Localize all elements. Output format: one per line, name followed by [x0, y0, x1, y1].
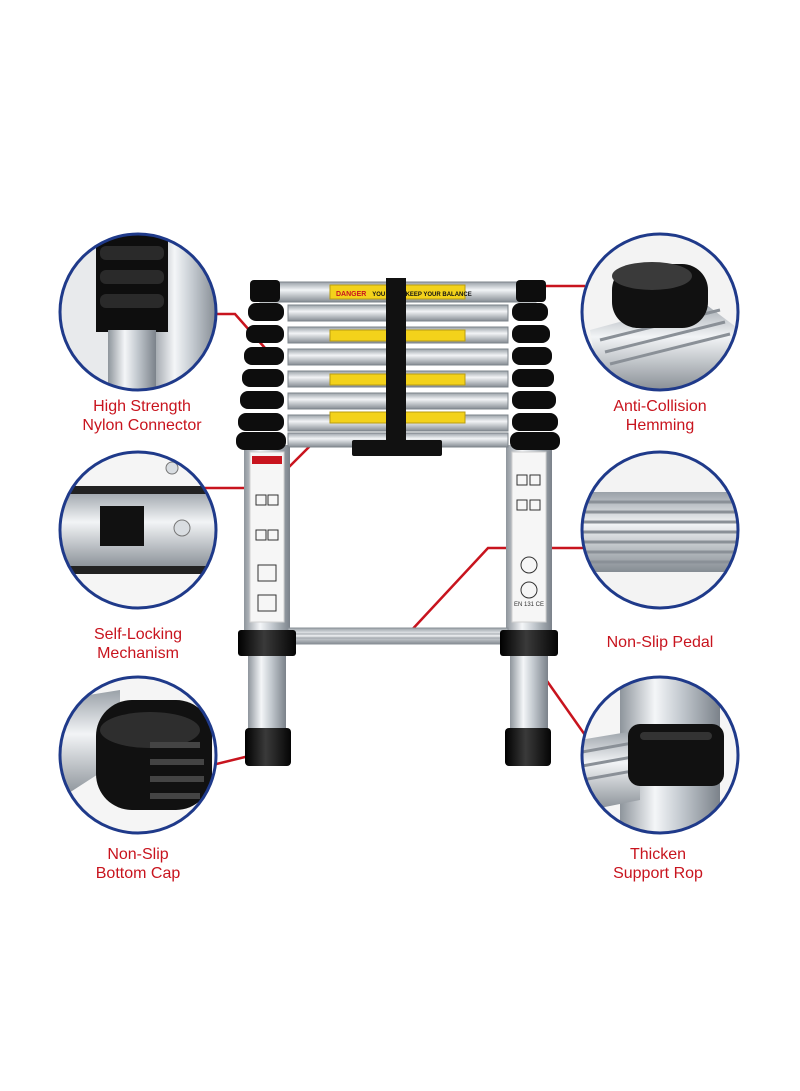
end-cap-closeup-icon	[580, 232, 740, 392]
label-non-slip-pedal: Non-Slip Pedal	[606, 634, 714, 651]
danger-text: DANGER	[336, 291, 366, 298]
nylon-connector-closeup-icon	[58, 232, 218, 392]
label-anti-collision: Anti-Collision Hemming	[613, 398, 707, 434]
lock-latch-closeup-icon	[58, 450, 218, 610]
label-nylon-connector: High Strength Nylon Connector	[82, 398, 202, 434]
foot-cap-closeup-icon	[58, 675, 218, 835]
right-connectors	[510, 280, 560, 450]
left-connectors	[236, 280, 286, 450]
label-bottom-cap: Non-Slip Bottom Cap	[95, 846, 181, 882]
pedal-grooves-closeup-icon	[580, 450, 740, 610]
ladder: EN 131 CE	[236, 278, 560, 766]
label-support-rop: Thicken Support Rop	[613, 846, 703, 882]
warning-strip-text: YOU MUST KEEP YOUR BALANCE	[372, 292, 471, 298]
label-self-locking: Self-Locking Mechanism	[93, 626, 183, 662]
bracket-closeup-icon	[580, 675, 740, 835]
standard-text: EN 131 CE	[514, 602, 544, 608]
